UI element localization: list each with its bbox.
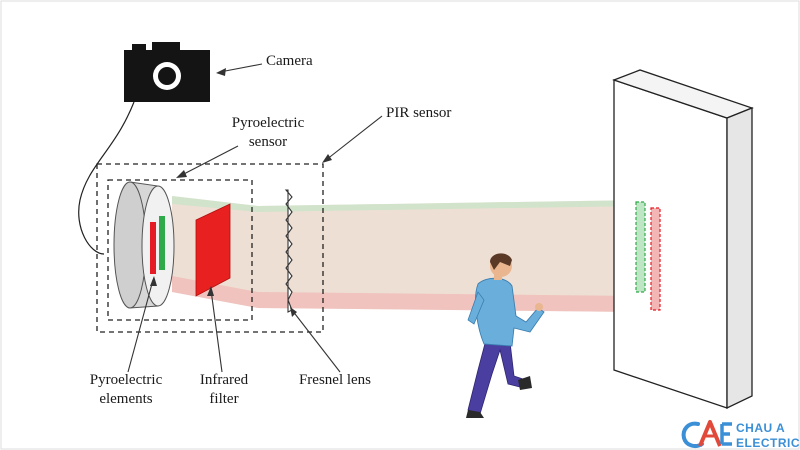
pyroelectric-sensor-label-line1: Pyroelectric (231, 115, 305, 131)
wall-zone-green (635, 201, 646, 293)
filter-arrow (207, 286, 214, 296)
camera-label: Camera (266, 53, 313, 69)
infrared-filter-label: Infrared filter (186, 371, 262, 409)
fresnel-lens-label: Fresnel lens (298, 372, 372, 388)
wall-front (613, 79, 728, 409)
pyroelectric-elements-label-line2: elements (99, 391, 153, 407)
pyroelectric-elements-label-line1: Pyroelectric (89, 372, 163, 388)
fresnel-leader-line (291, 309, 341, 373)
filter-leader-line (210, 289, 223, 373)
wall-side (726, 107, 753, 410)
infrared-filter-label-line2: filter (209, 391, 239, 407)
pyroelectric-sensor-label-line2: sensor (248, 134, 288, 150)
pyro-element-green (159, 216, 165, 270)
pyroelectric-cylinder (113, 181, 175, 309)
pyroelectric-sensor-box (107, 179, 253, 321)
watermark-line1: CHAU A (736, 421, 786, 435)
pyro-sensor-leader-line (179, 145, 239, 177)
infrared-filter-label-line1: Infrared (199, 372, 249, 388)
chau-a-logo-icon (681, 420, 732, 448)
camera-cable (78, 101, 135, 255)
camera-arrow (216, 68, 226, 76)
pyroelectric-sensor-label: Pyroelectric sensor (220, 114, 316, 152)
pir-sensor-arrow (322, 154, 332, 163)
infrared-filter (195, 203, 231, 297)
chau-a-electric-watermark: CHAU A ELECTRIC (678, 418, 800, 450)
pyroelectric-elements-label: Pyroelectric elements (76, 371, 176, 409)
camera-leader-line (219, 63, 263, 73)
pir-sensor-leader-line (325, 115, 383, 161)
walking-person-icon (466, 253, 545, 418)
pyro-elements-arrow (150, 276, 157, 286)
pir-sensor-label: PIR sensor (386, 105, 452, 121)
watermark-line2: ELECTRIC (736, 436, 800, 450)
pyro-sensor-arrow (176, 170, 187, 178)
wall-zone-red (650, 207, 661, 311)
pir-sensor-box (96, 163, 324, 333)
fresnel-arrow (290, 307, 297, 317)
pyro-elements-leader-line (127, 279, 154, 373)
camera-icon (124, 42, 210, 102)
pyro-element-red (150, 222, 156, 274)
